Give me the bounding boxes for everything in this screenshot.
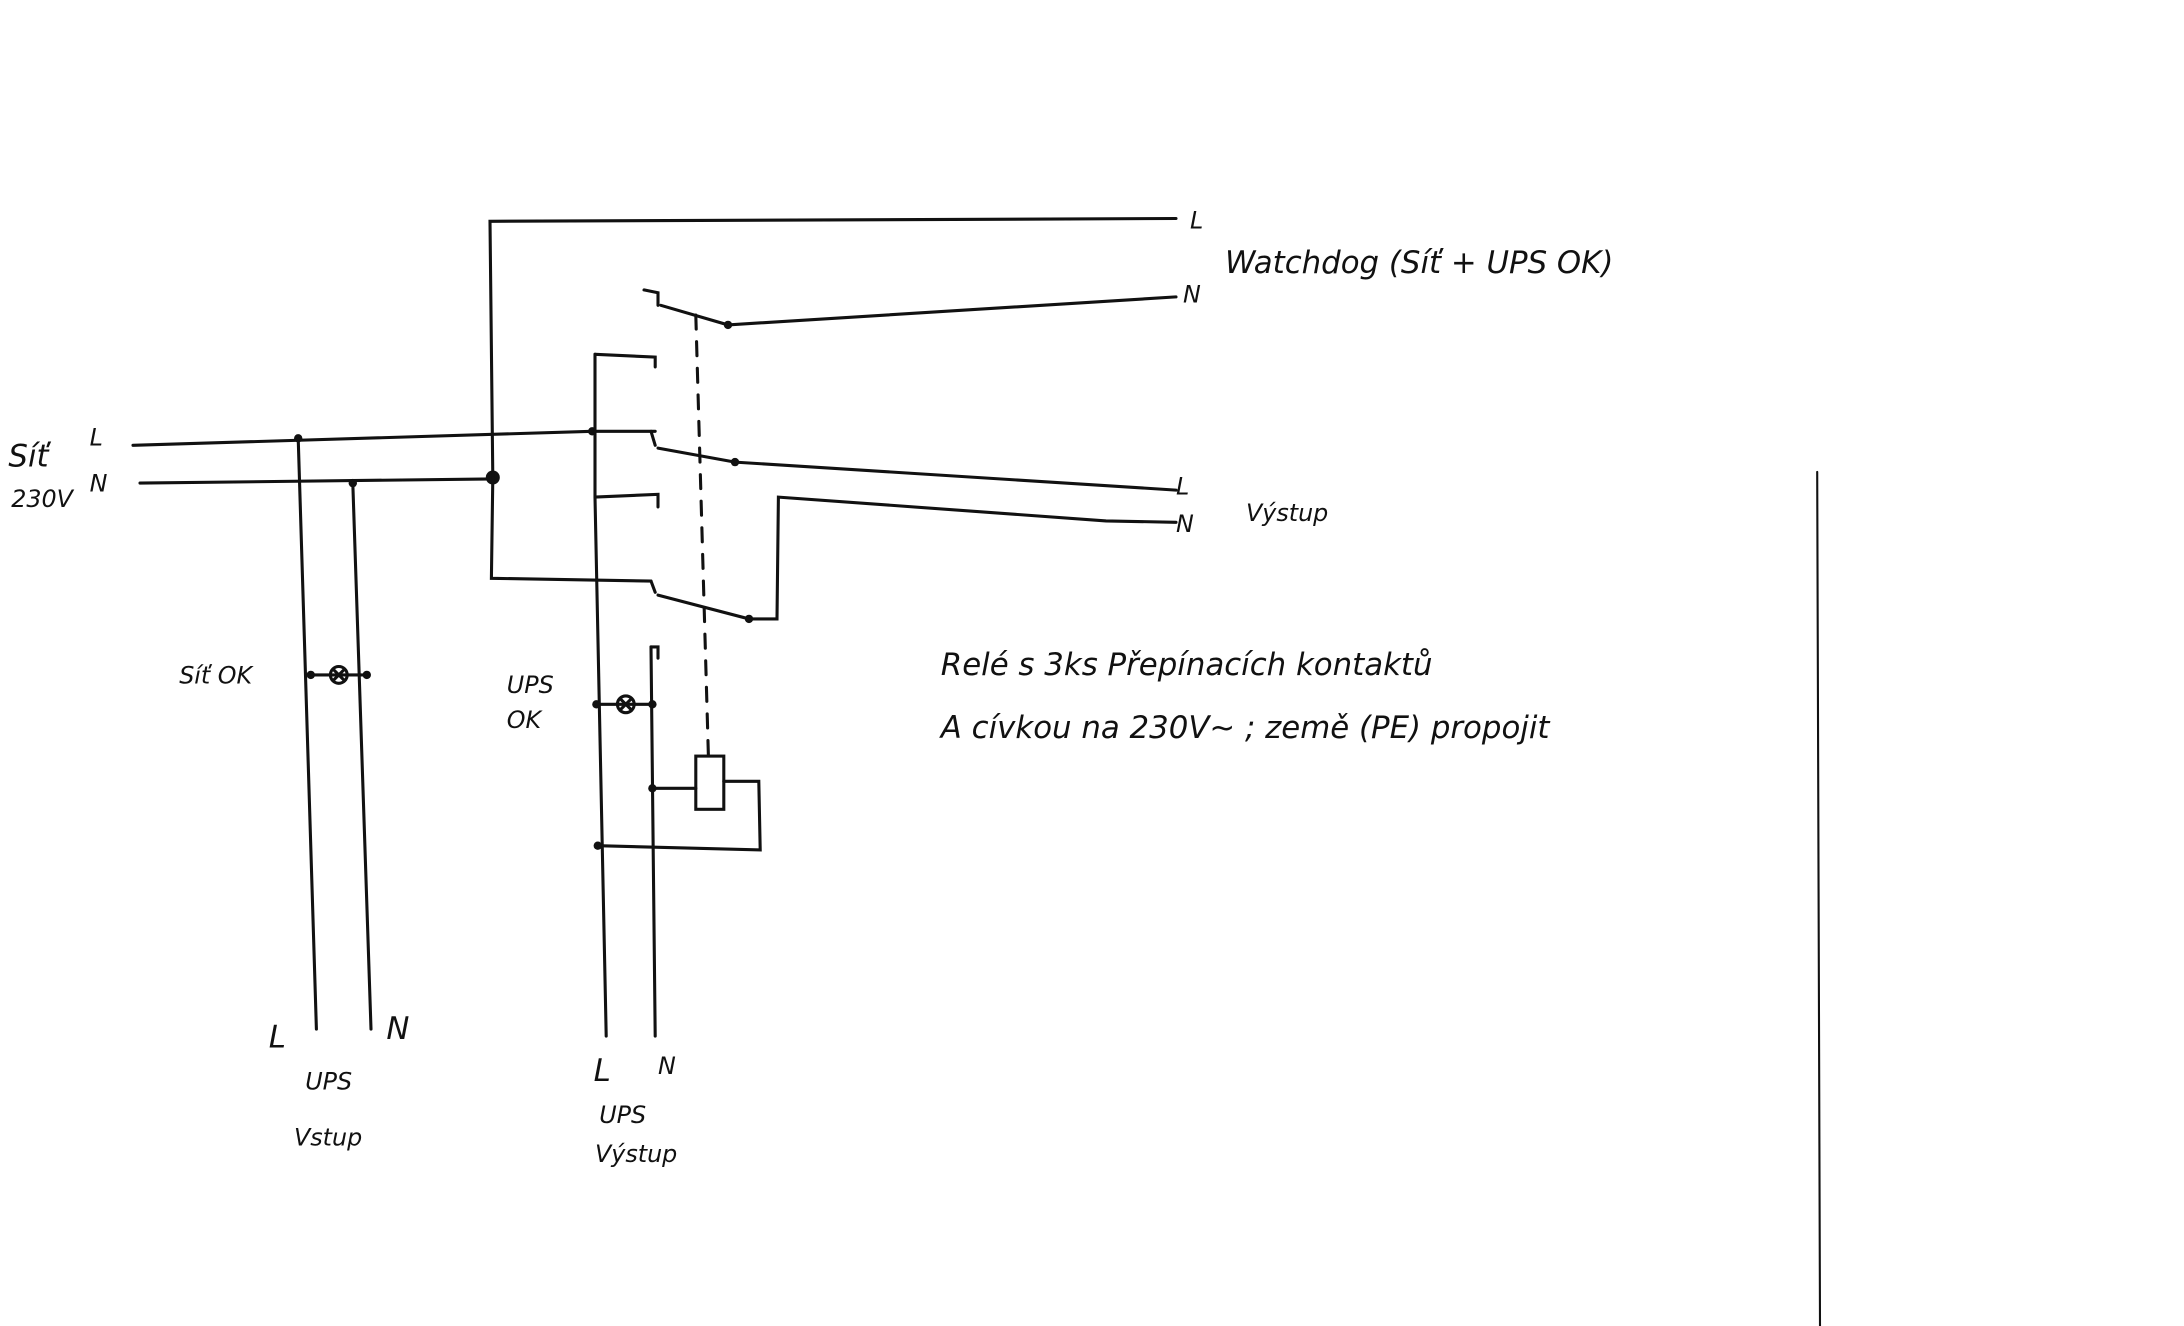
relay-coil-icon	[694, 754, 726, 811]
ups-output-N-label: N	[658, 1052, 676, 1080]
contact3-blade	[656, 495, 1178, 621]
ups-output-label-2: Výstup	[595, 1140, 677, 1168]
mains-N-label: N	[90, 470, 108, 498]
contact3-nc	[649, 579, 657, 594]
contact3-no	[649, 645, 660, 660]
note-line-1: Relé s 3ks Přepínacích kontaktů	[941, 647, 1433, 683]
contact1-blade	[659, 295, 1178, 327]
watchdog-N-label: N	[1183, 281, 1201, 309]
ups-input-L-label: L	[269, 1019, 286, 1055]
output-L-label: L	[1176, 472, 1189, 500]
output-label: Výstup	[1246, 499, 1328, 527]
ups-input-label-2: Vstup	[294, 1123, 362, 1151]
lamp-mains-ok-label: Síť OK	[179, 661, 254, 689]
watchdog-label: Watchdog (Síť + UPS OK)	[1225, 245, 1613, 281]
ups-input-N-wire	[351, 481, 373, 1031]
mains-L-wire	[131, 429, 657, 447]
ups-input-label: UPS	[305, 1067, 352, 1095]
contact2-no	[593, 492, 660, 509]
ups-output-label: UPS	[599, 1101, 646, 1129]
ups-output-L-wire	[593, 352, 608, 1038]
contact2-blade	[656, 446, 1178, 492]
mains-N-wire	[138, 477, 495, 485]
mechanical-link-dashed	[694, 313, 710, 758]
mains-L-label: L	[90, 423, 103, 451]
lamp-ups-ok-icon	[615, 694, 636, 715]
lamp-mains-ok-icon	[328, 664, 349, 685]
neutral-to-contact3	[489, 475, 653, 583]
watchdog-L-wire	[488, 216, 1178, 480]
lamp-ups-ok-label-2: OK	[507, 706, 544, 734]
mains-label: Síť	[8, 438, 51, 474]
divider-line	[1816, 470, 1822, 1326]
contact1-nc	[642, 288, 660, 307]
lamp-ups-ok-label: UPS	[507, 671, 554, 699]
output-N-label: N	[1176, 510, 1194, 538]
watchdog-L-label: L	[1190, 206, 1203, 234]
contact2-nc	[649, 429, 657, 447]
mains-voltage: 230V	[11, 485, 74, 513]
ups-output-L-label: L	[594, 1053, 611, 1089]
ups-input-N-label: N	[386, 1011, 409, 1047]
ups-input-L-wire	[296, 436, 318, 1031]
ups-output-N-wire	[649, 645, 657, 1038]
note-line-2: A cívkou na 230V~ ; země (PE) propojit	[939, 710, 1552, 746]
contact1-no	[593, 352, 657, 369]
